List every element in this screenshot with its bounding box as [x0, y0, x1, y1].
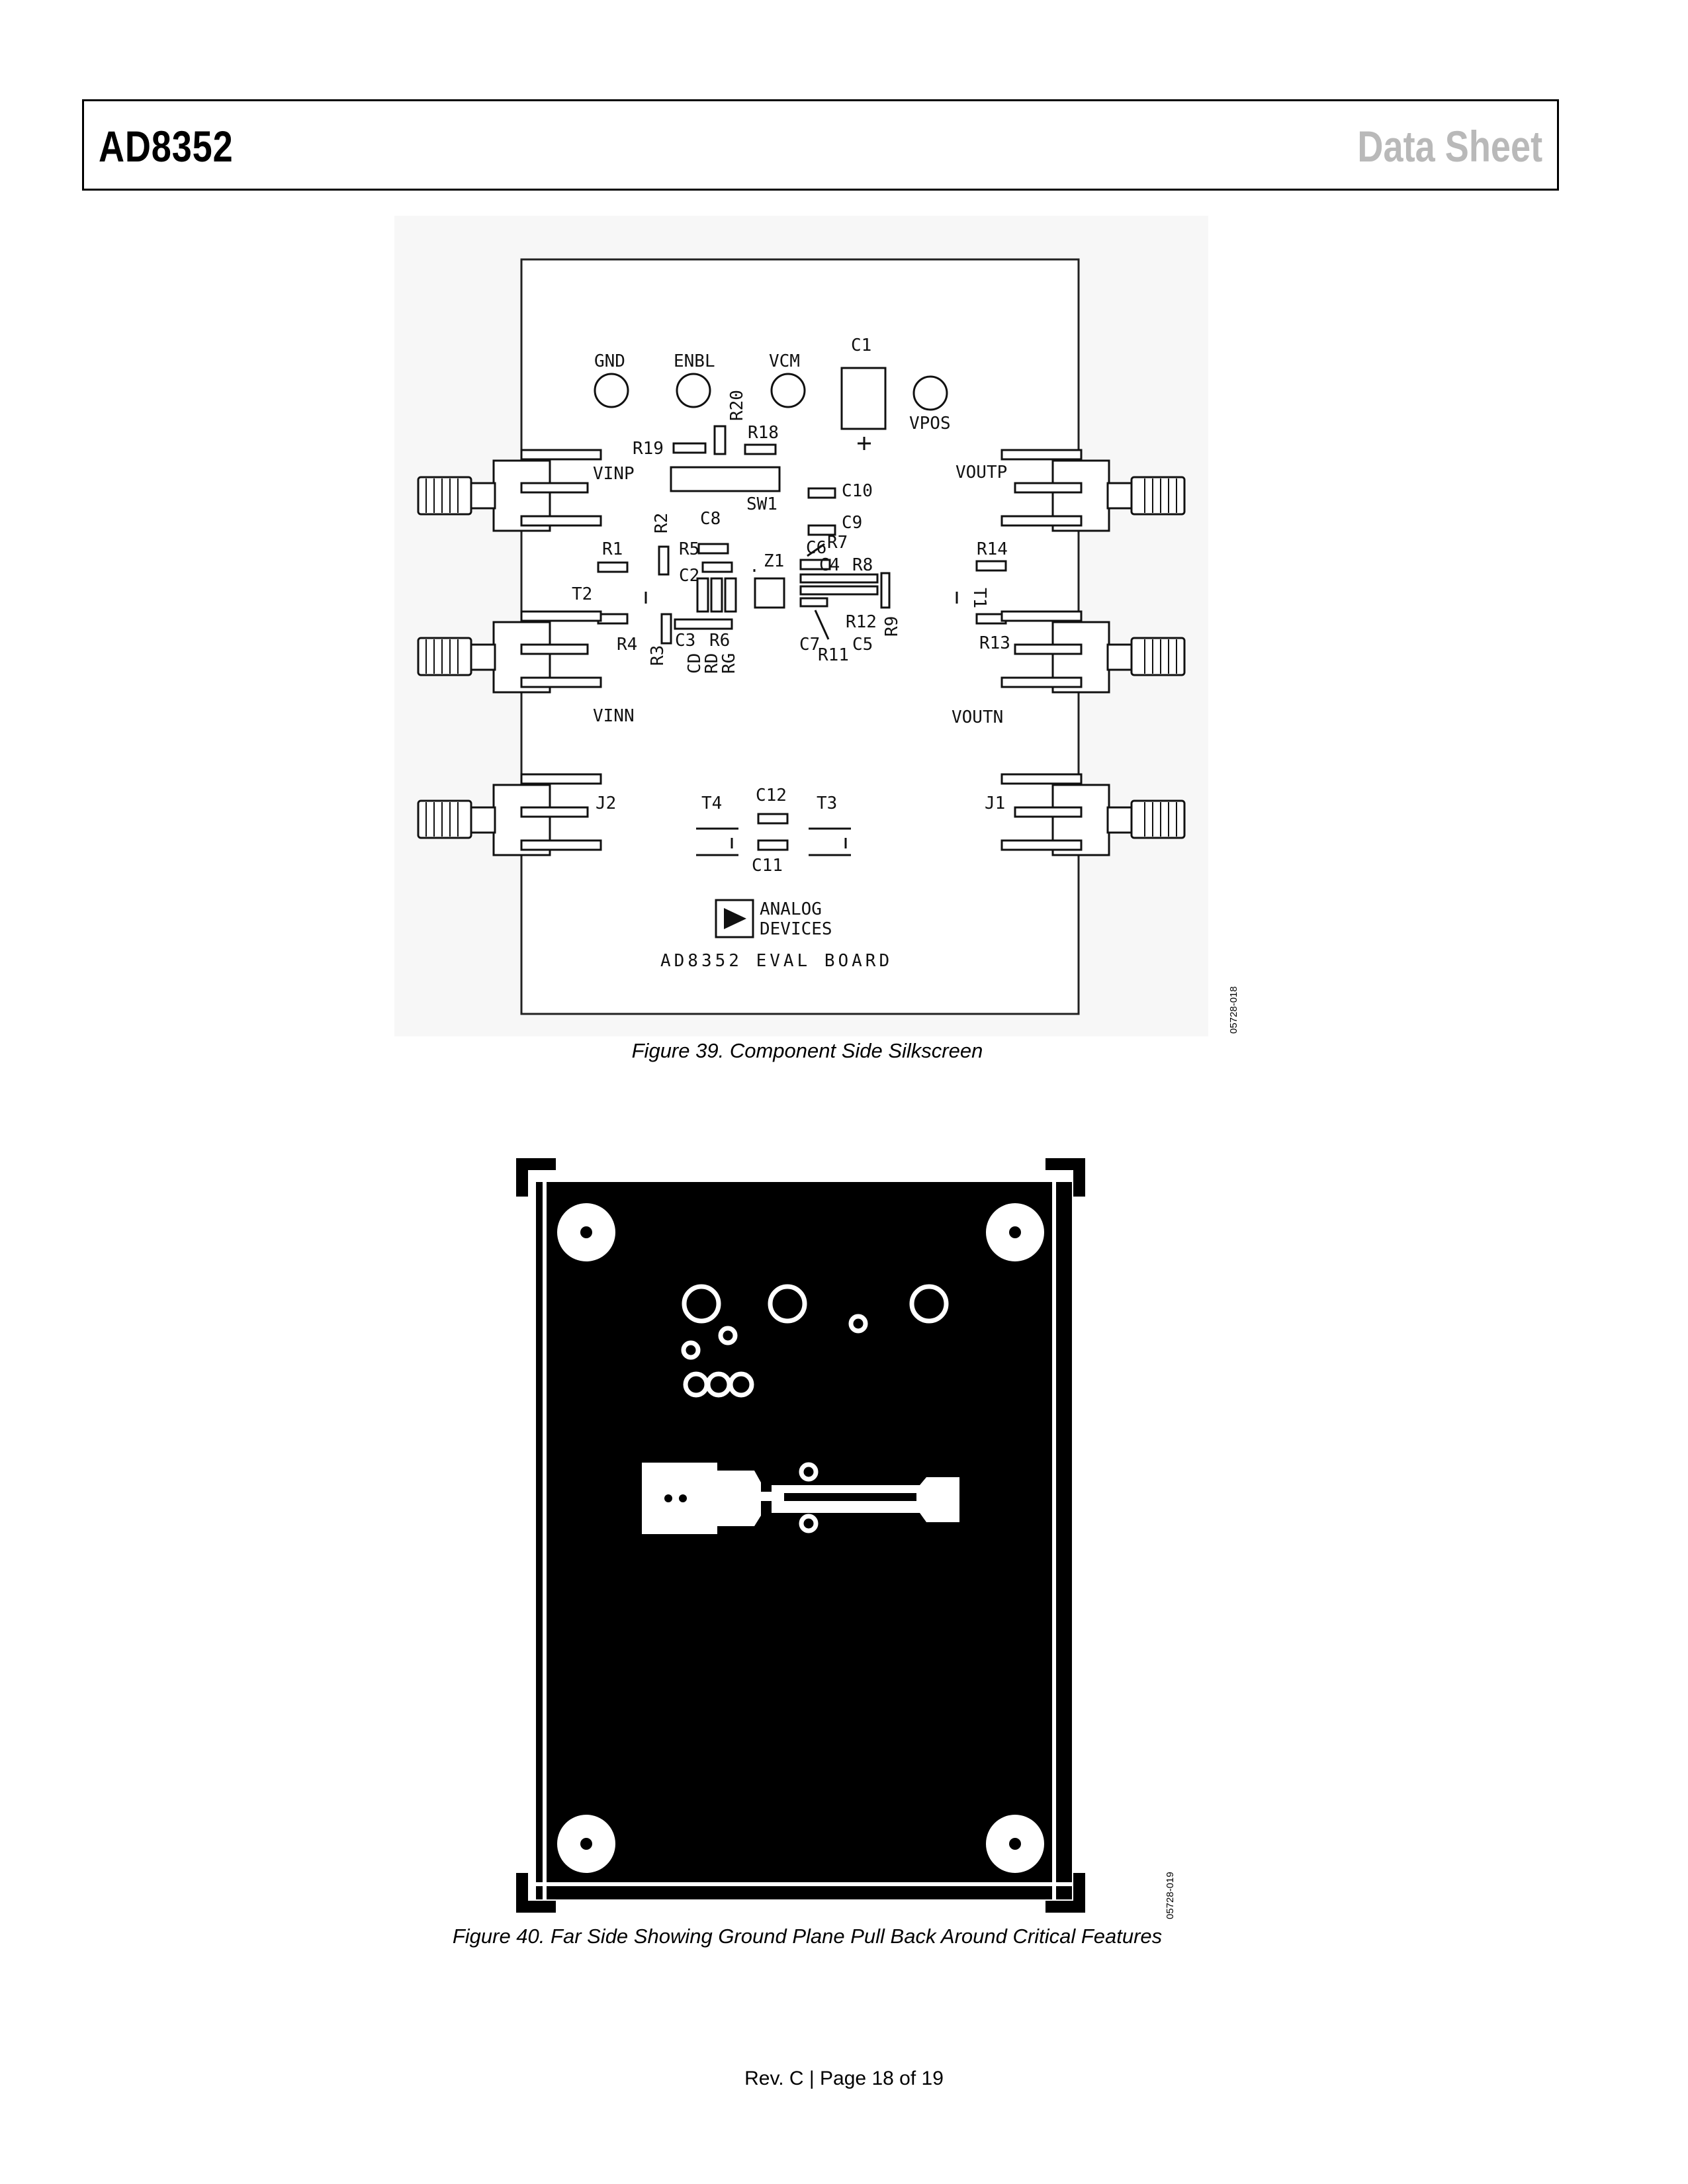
label-r14: R14: [977, 539, 1008, 559]
page-footer: Rev. C | Page 18 of 19: [744, 2068, 944, 2089]
label-t1: T1: [969, 588, 989, 608]
label-sw1: SW1: [746, 494, 777, 514]
analog-devices-logo: [715, 899, 754, 938]
label-vinn: VINN: [593, 706, 635, 726]
mounting-holes: [557, 1203, 1044, 1873]
label-vinp: VINP: [593, 464, 635, 484]
label-r6: R6: [709, 631, 730, 651]
label-j2: J2: [596, 794, 616, 813]
label-voutn: VOUTN: [952, 707, 1003, 727]
label-c7: C7: [799, 635, 820, 655]
label-r13: R13: [979, 633, 1010, 653]
label-c8: C8: [700, 509, 721, 529]
label-c9: C9: [842, 513, 862, 533]
figure-39-silkscreen: GND ENBL VCM C1 VPOS R20 R19 R18 SW1 VIN…: [394, 216, 1208, 1036]
label-cd: CD: [685, 653, 705, 674]
label-r18: R18: [748, 423, 779, 443]
label-c12: C12: [756, 786, 787, 805]
connector-vinp: [417, 449, 602, 532]
label-t3: T3: [817, 794, 837, 813]
label-r8: R8: [852, 555, 873, 575]
label-rg: RG: [719, 653, 739, 674]
label-c3: C3: [675, 631, 695, 651]
label-gnd: GND: [594, 351, 625, 371]
label-eval-board: AD8352 EVAL BOARD: [660, 951, 893, 971]
label-vpos: VPOS: [909, 414, 951, 433]
label-t2: T2: [572, 584, 592, 604]
logo-text-devices: DEVICES: [760, 919, 832, 939]
label-c11: C11: [752, 856, 783, 876]
label-voutp: VOUTP: [955, 463, 1007, 482]
label-r7: R7: [827, 533, 848, 553]
label-c10: C10: [842, 481, 873, 501]
label-r11: R11: [818, 645, 849, 665]
logo-text-analog: ANALOG: [760, 899, 822, 919]
label-r12: R12: [846, 612, 877, 632]
label-t4: T4: [701, 794, 722, 813]
label-c1: C1: [851, 336, 871, 355]
label-z1: Z1: [764, 551, 784, 571]
figure-40-code: 05728-019: [1165, 1872, 1176, 1919]
figure-39-code: 05728-018: [1228, 986, 1239, 1034]
via-pullbacks: [681, 1284, 949, 1533]
figure-40-far-side: [516, 1158, 1085, 1913]
figure-40-caption: Figure 40. Far Side Showing Ground Plane…: [452, 1925, 1163, 1948]
label-c2: C2: [679, 566, 699, 586]
label-r4: R4: [617, 635, 637, 655]
part-number: AD8352: [99, 122, 234, 171]
label-r3: R3: [648, 645, 668, 666]
doc-type: Data Sheet: [1357, 122, 1542, 171]
label-c4: C4: [819, 555, 840, 575]
label-c6: C6: [806, 538, 826, 558]
label-vcm: VCM: [769, 351, 800, 371]
page-header: AD8352 Data Sheet: [82, 99, 1559, 191]
label-r20: R20: [727, 390, 747, 421]
figure-39-caption: Figure 39. Component Side Silkscreen: [631, 1039, 983, 1062]
label-r2: R2: [652, 513, 672, 533]
critical-feature-pullback: [642, 1463, 959, 1534]
label-r19: R19: [633, 439, 664, 459]
label-r1: R1: [602, 539, 623, 559]
label-r9: R9: [882, 616, 902, 637]
label-j1: J1: [985, 794, 1005, 813]
label-enbl: ENBL: [674, 351, 715, 371]
label-c5: C5: [852, 635, 873, 655]
label-rd: RD: [702, 653, 722, 674]
label-r5: R5: [679, 539, 699, 559]
